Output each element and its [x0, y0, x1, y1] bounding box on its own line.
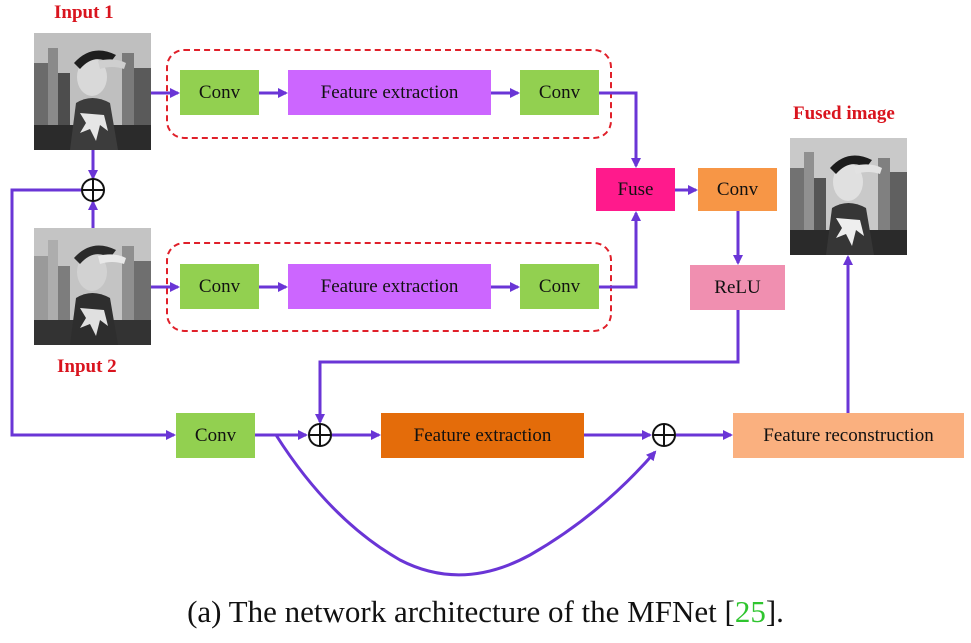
input1-label: Input 1	[54, 2, 114, 23]
arrow-skip-connection	[274, 434, 657, 577]
fuse-conv-box: Conv	[698, 168, 777, 211]
arrow-top-conv-to-fuse	[599, 91, 641, 168]
bottom-feature-extraction-box: Feature extraction	[288, 264, 491, 309]
arrow-bottom-conv-to-fuse	[599, 211, 641, 289]
arrow-sum0-to-main-conv	[10, 188, 176, 440]
relu-box: ReLU	[690, 265, 785, 310]
figure-caption: (a) The network architecture of the MFNe…	[0, 594, 971, 630]
main-feature-extraction-box: Feature extraction	[381, 413, 584, 458]
input2-image	[34, 228, 151, 345]
sum-node-inputs	[81, 178, 105, 202]
fused-image-label: Fused image	[793, 103, 895, 124]
caption-reference[interactable]: 25	[734, 594, 766, 629]
fuse-box: Fuse	[596, 168, 675, 211]
input2-label: Input 2	[57, 356, 117, 377]
input2-photo-graphic	[34, 228, 151, 345]
sum-node-1	[308, 423, 332, 447]
bottom-conv-a-box: Conv	[180, 264, 259, 309]
bottom-conv-b-box: Conv	[520, 264, 599, 309]
top-conv-a-box: Conv	[180, 70, 259, 115]
top-feature-extraction-box: Feature extraction	[288, 70, 491, 115]
feature-reconstruction-box: Feature reconstruction	[733, 413, 964, 458]
input1-photo-graphic	[34, 33, 151, 150]
top-conv-b-box: Conv	[520, 70, 599, 115]
fused-photo-graphic	[790, 138, 907, 255]
main-conv-box: Conv	[176, 413, 255, 458]
fused-image	[790, 138, 907, 255]
caption-prefix: (a) The network architecture of the MFNe…	[187, 594, 735, 629]
sum-node-2	[652, 423, 676, 447]
arrow-relu-to-sum1	[315, 310, 740, 424]
input1-image	[34, 33, 151, 150]
caption-suffix: ].	[765, 594, 784, 629]
